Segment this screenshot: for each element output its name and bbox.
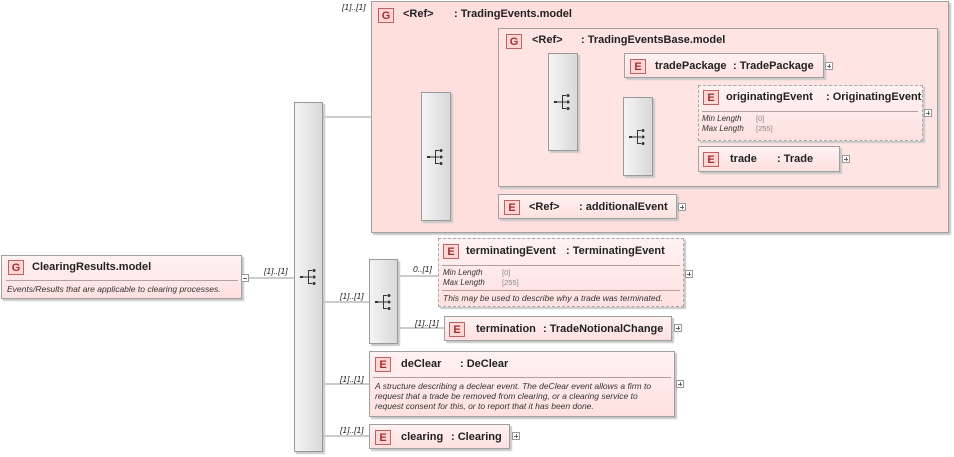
- element-name: terminatingEvent: [466, 245, 556, 257]
- additional-event-element[interactable]: E <Ref> : additionalEvent: [498, 194, 677, 219]
- facet-label: Min Length: [443, 268, 483, 277]
- ref-label: <Ref>: [403, 8, 434, 20]
- element-type: : Clearing: [451, 431, 502, 443]
- multiplicity-root: [1]..[1]: [264, 266, 288, 276]
- element-name: clearing: [401, 431, 444, 443]
- element-type: : OriginatingEvent: [826, 91, 922, 103]
- element-badge: E: [630, 59, 646, 74]
- group-badge: G: [8, 260, 24, 275]
- terminating-sequence[interactable]: [369, 259, 398, 344]
- facet-label: Max Length: [702, 124, 744, 133]
- sequence-icon: [629, 128, 645, 145]
- terminating-event-element[interactable]: E terminatingEvent : TerminatingEvent Mi…: [438, 238, 684, 307]
- collapse-icon[interactable]: [241, 274, 249, 282]
- sequence-icon: [299, 269, 315, 285]
- element-badge: E: [375, 357, 391, 372]
- trade-element[interactable]: E trade : Trade: [698, 146, 840, 172]
- expand-icon[interactable]: [674, 324, 682, 332]
- facet-value: [0]: [502, 268, 511, 277]
- expand-icon[interactable]: [825, 62, 833, 70]
- expand-icon[interactable]: [676, 380, 684, 388]
- element-separator: [702, 111, 918, 112]
- element-badge: E: [703, 152, 719, 167]
- facet-value: [255]: [502, 278, 519, 287]
- element-badge: E: [443, 244, 459, 259]
- element-type: : TradePackage: [733, 60, 814, 72]
- element-badge: E: [375, 430, 391, 445]
- element-separator: [442, 290, 680, 291]
- multiplicity-terminating-seq: [1]..[1]: [340, 291, 364, 301]
- multiplicity-declear: [1]..[1]: [340, 374, 364, 384]
- sequence-icon: [427, 148, 443, 165]
- element-separator: [373, 377, 671, 378]
- ref-label: <Ref>: [532, 34, 563, 46]
- element-type: : DeClear: [460, 358, 509, 370]
- root-group-node[interactable]: G ClearingResults.model Events/Results t…: [1, 255, 242, 299]
- expand-icon[interactable]: [685, 270, 693, 278]
- facet-value: [255]: [756, 124, 773, 133]
- trading-events-base-title: : TradingEventsBase.model: [581, 34, 726, 46]
- element-name: trade: [730, 153, 757, 165]
- element-description: This may be used to describe why a trade…: [443, 293, 663, 303]
- element-name: deClear: [401, 358, 442, 370]
- element-description-line: request consent for this, or to report t…: [375, 401, 594, 411]
- group-badge: G: [378, 8, 394, 23]
- element-description-line: A structure describing a declear event. …: [375, 381, 652, 391]
- element-type: : Trade: [777, 153, 814, 165]
- trade-package-element[interactable]: E tradePackage : TradePackage: [624, 53, 824, 78]
- element-description-line: request that a trade be removed from cle…: [375, 391, 638, 401]
- expand-icon[interactable]: [512, 432, 520, 440]
- multiplicity-termination: [1]..[1]: [415, 318, 439, 328]
- originating-trade-sequence[interactable]: [623, 97, 653, 176]
- sequence-icon: [374, 293, 390, 310]
- trading-events-title: : TradingEvents.model: [454, 8, 572, 20]
- multiplicity-trading-events: [1]..[1]: [342, 2, 366, 12]
- root-description: Events/Results that are applicable to cl…: [7, 284, 221, 294]
- declear-element[interactable]: E deClear : DeClear A structure describi…: [369, 351, 675, 417]
- expand-icon[interactable]: [842, 155, 850, 163]
- element-name: : additionalEvent: [579, 201, 668, 213]
- facet-value: [0]: [756, 114, 765, 123]
- root-separator: [6, 280, 238, 281]
- element-badge: E: [703, 90, 719, 105]
- facet-label: Max Length: [443, 278, 485, 287]
- root-title: ClearingResults.model: [32, 261, 152, 273]
- element-separator: [442, 265, 680, 266]
- element-name: tradePackage: [655, 60, 727, 72]
- termination-element[interactable]: E termination : TradeNotionalChange: [444, 316, 672, 341]
- element-name: termination: [476, 323, 536, 335]
- element-type: : TerminatingEvent: [566, 245, 665, 257]
- trading-events-base-sequence[interactable]: [548, 53, 578, 151]
- element-badge: E: [449, 322, 465, 337]
- element-name: originatingEvent: [726, 91, 813, 103]
- sequence-icon: [554, 94, 570, 110]
- element-type: : TradeNotionalChange: [543, 323, 664, 335]
- group-badge: G: [506, 34, 522, 49]
- facet-label: Min Length: [702, 114, 742, 123]
- originating-event-element[interactable]: E originatingEvent : OriginatingEvent Mi…: [698, 85, 923, 141]
- ref-label: <Ref>: [529, 201, 560, 213]
- element-badge: E: [504, 200, 520, 215]
- multiplicity-clearing: [1]..[1]: [340, 425, 364, 435]
- main-sequence-compositor[interactable]: [294, 102, 323, 452]
- trading-events-sequence[interactable]: [421, 92, 451, 221]
- clearing-element[interactable]: E clearing : Clearing: [369, 424, 510, 449]
- expand-icon[interactable]: [924, 109, 932, 117]
- expand-icon[interactable]: [678, 203, 686, 211]
- multiplicity-terminating: 0..[1]: [413, 264, 432, 274]
